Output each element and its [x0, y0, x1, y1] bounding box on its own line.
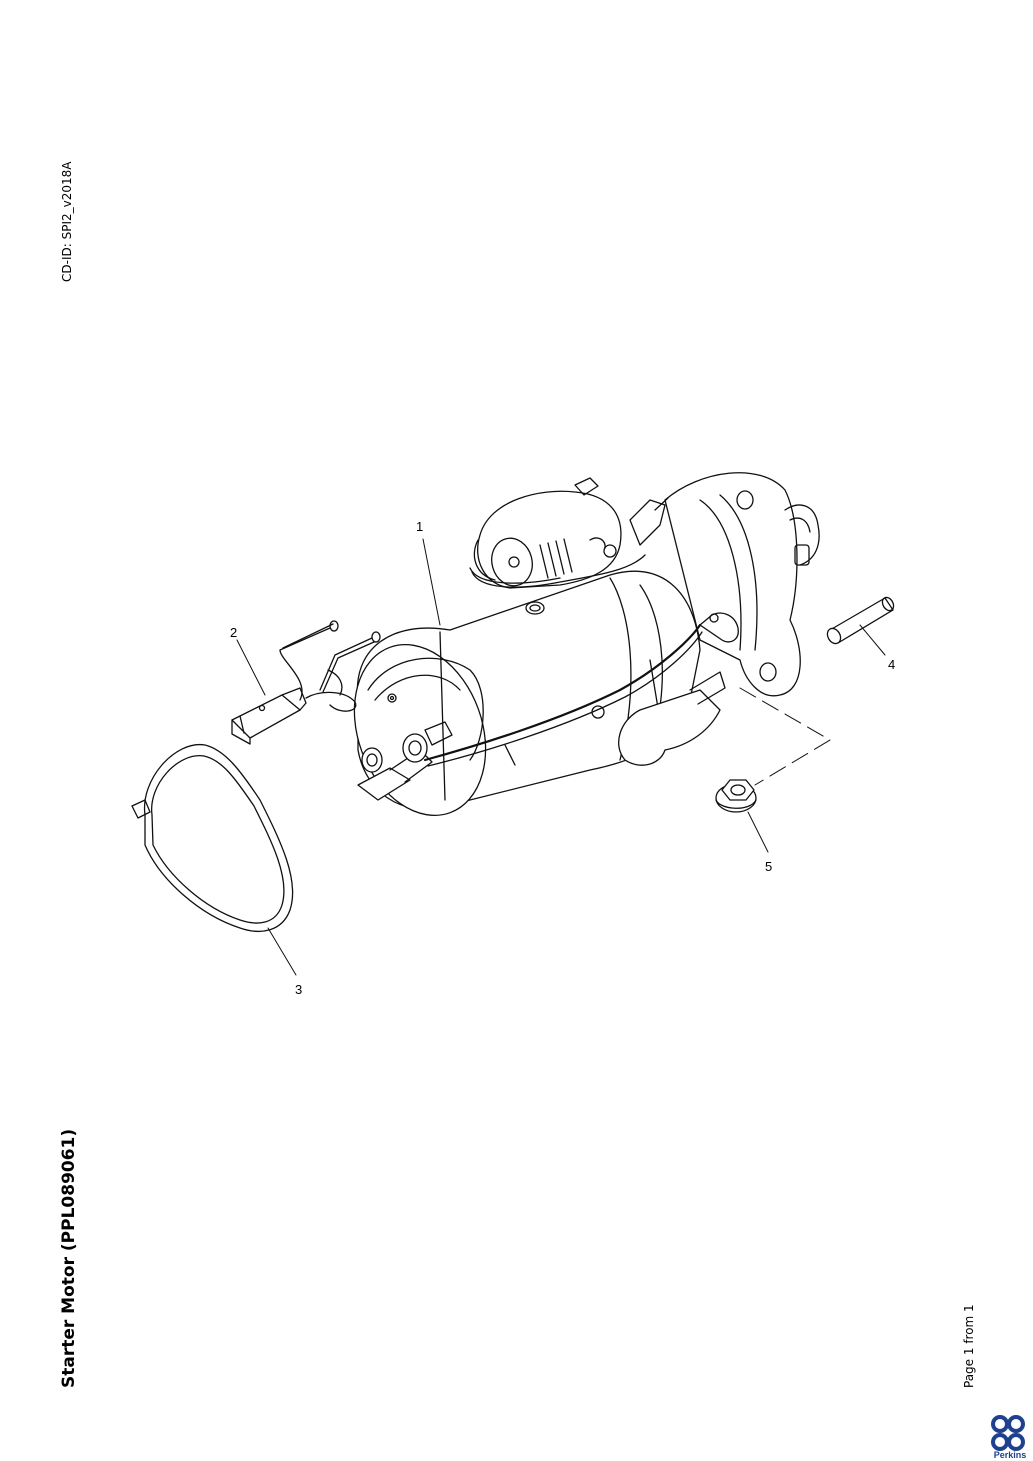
- callout-2: 2: [230, 625, 237, 640]
- callout-3: 3: [295, 982, 302, 997]
- callout-5: 5: [765, 859, 772, 874]
- perkins-logo-icon: [991, 1415, 1025, 1451]
- brand-name: Perkins: [993, 1450, 1027, 1460]
- gasket-ring: [131, 744, 294, 932]
- callout-1: 1: [416, 519, 423, 534]
- callout-4: 4: [888, 657, 895, 672]
- speed-sensor: [231, 620, 381, 745]
- dowel-pin: [826, 596, 895, 645]
- flange-nut: [715, 779, 757, 813]
- starter-motor: [353, 472, 820, 817]
